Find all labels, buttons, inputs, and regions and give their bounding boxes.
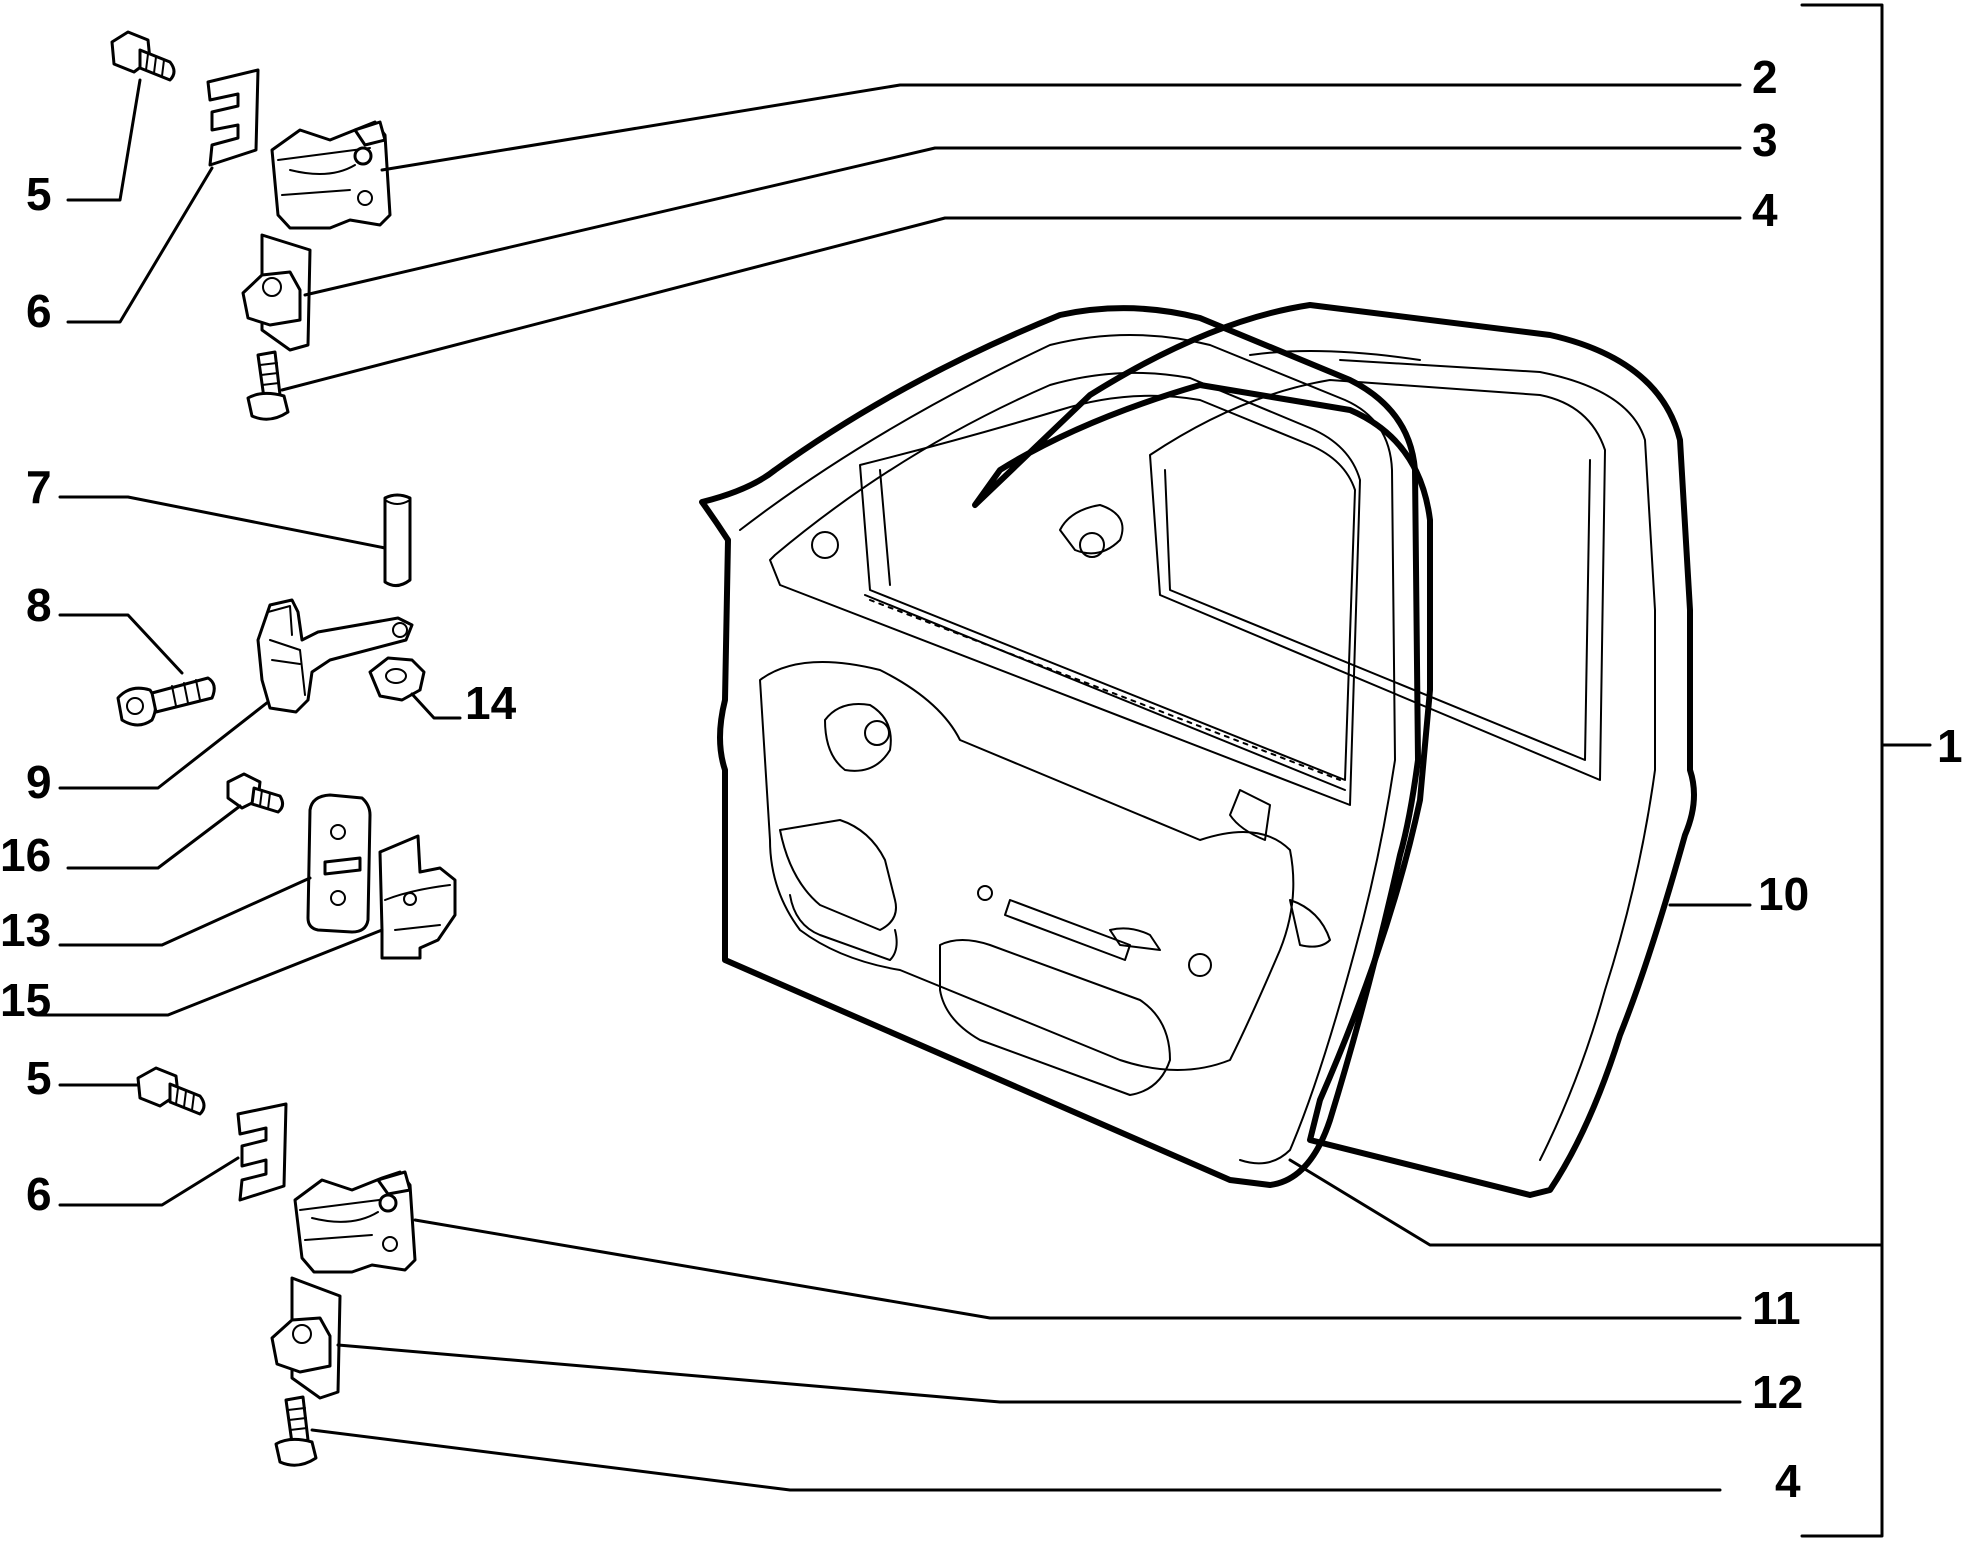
shim-plate-icon xyxy=(206,68,260,167)
callout-7: 7 xyxy=(26,461,52,513)
leader-lines xyxy=(38,3,1932,1538)
bolt-icon xyxy=(110,30,176,82)
callout-9: 9 xyxy=(26,756,52,808)
callout-1: 1 xyxy=(1937,720,1963,772)
callout-5-bottom: 5 xyxy=(26,1052,52,1104)
callout-15: 15 xyxy=(0,974,51,1026)
callout-11: 11 xyxy=(1752,1282,1801,1334)
bolt-icon xyxy=(116,676,216,727)
hinge-pin-icon xyxy=(383,493,412,587)
shim-plate-icon xyxy=(306,793,372,934)
door-hinge-icon xyxy=(241,233,312,352)
callout-labels: 1 2 3 4 5 6 7 8 9 14 16 13 15 5 6 10 11 … xyxy=(0,51,1963,1507)
callout-8: 8 xyxy=(26,579,52,631)
door-hinge-icon xyxy=(293,1170,417,1274)
callout-13: 13 xyxy=(0,904,51,956)
door-inner-panel-icon xyxy=(699,305,1421,1188)
bolt-icon xyxy=(136,1066,206,1116)
bolt-icon xyxy=(226,772,285,814)
callout-4-top: 4 xyxy=(1752,184,1778,236)
bolt-icon xyxy=(246,350,290,421)
door-hinge-icon xyxy=(378,834,457,960)
callout-6-top: 6 xyxy=(26,285,52,337)
door-hinge-icon xyxy=(270,120,392,230)
nut-icon xyxy=(368,656,426,702)
shim-plate-icon xyxy=(236,1102,288,1202)
door-outer-skin-icon xyxy=(972,302,1697,1198)
callout-16: 16 xyxy=(0,829,51,881)
callout-6-bottom: 6 xyxy=(26,1168,52,1220)
callout-12: 12 xyxy=(1752,1366,1803,1418)
callout-4-bottom: 4 xyxy=(1775,1455,1801,1507)
bolt-icon xyxy=(274,1395,318,1467)
callout-5-top: 5 xyxy=(26,168,52,220)
callout-10: 10 xyxy=(1758,868,1809,920)
callout-14: 14 xyxy=(465,677,517,729)
door-check-strap-icon xyxy=(256,598,414,714)
callout-3: 3 xyxy=(1752,114,1778,166)
callout-2: 2 xyxy=(1752,51,1778,103)
door-hinge-icon xyxy=(270,1276,342,1400)
